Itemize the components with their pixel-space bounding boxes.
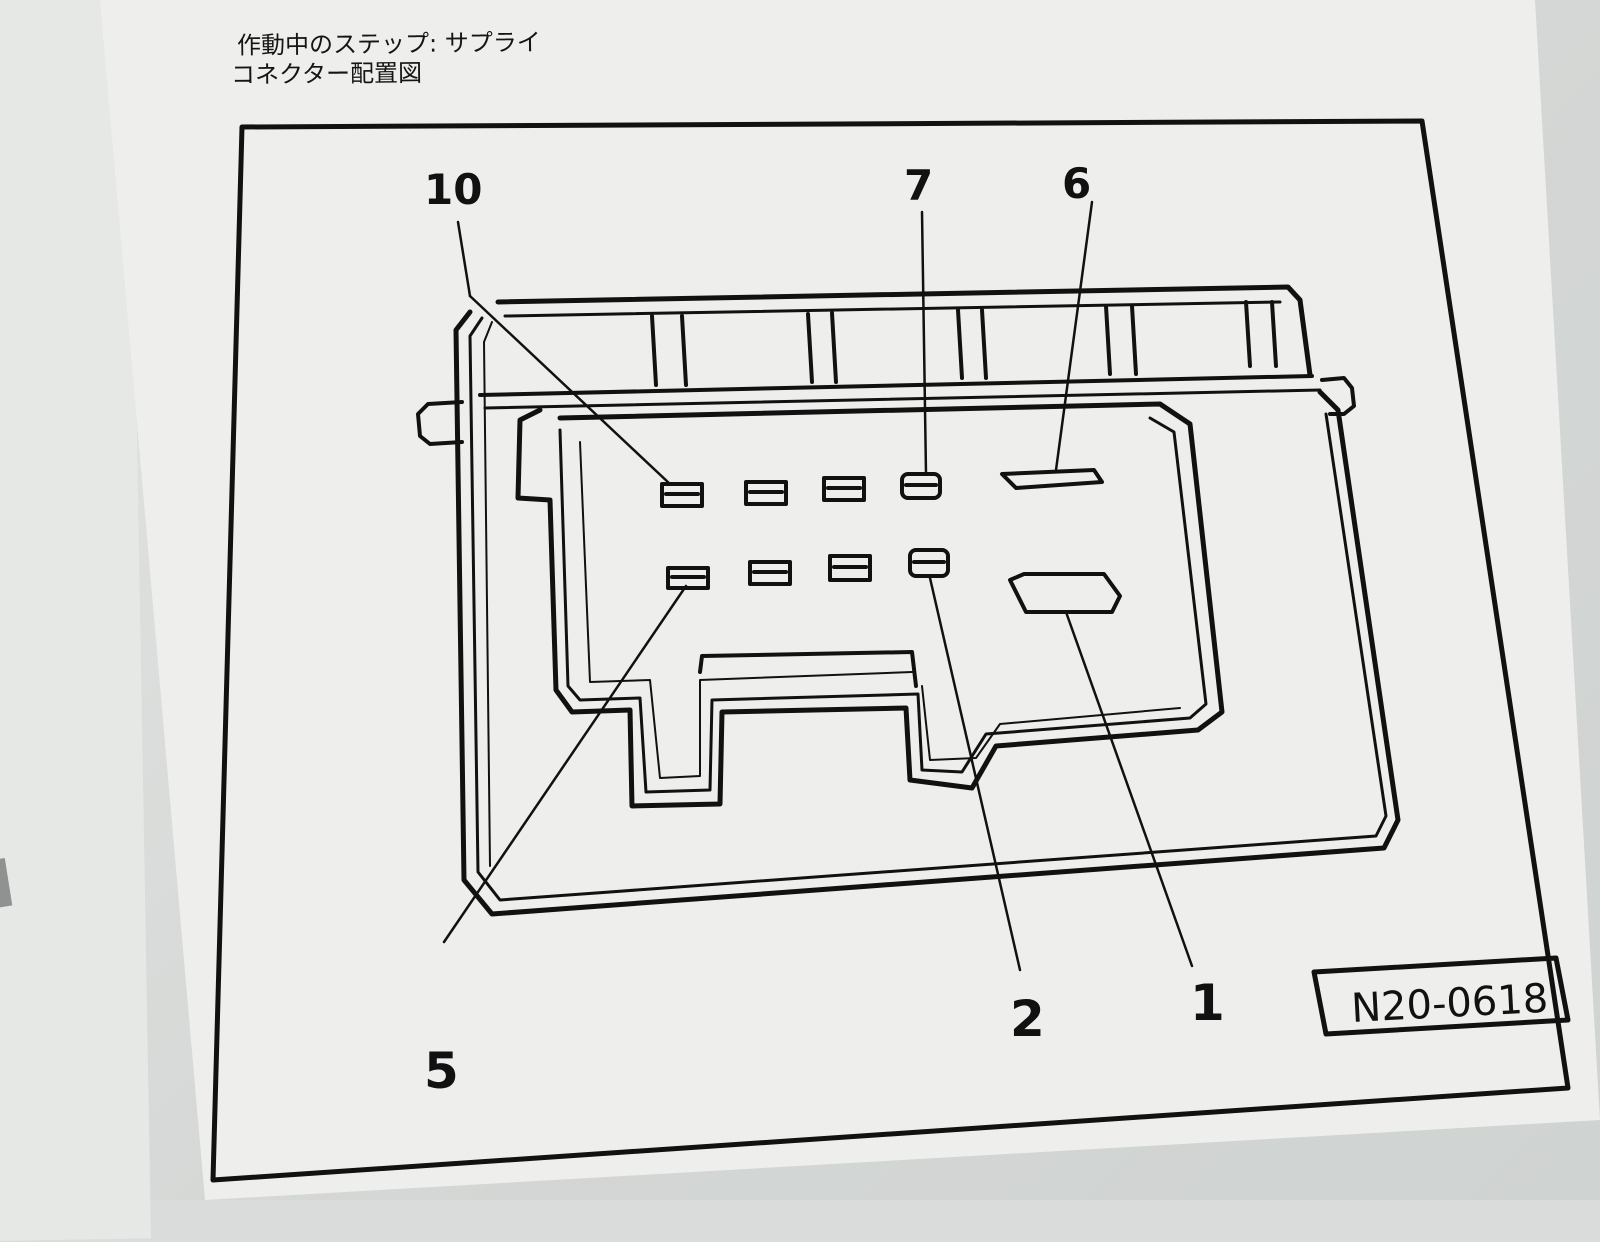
pin-10 bbox=[660, 482, 704, 508]
connector-diagram: 10 7 6 5 2 1 N20-0618 bbox=[210, 118, 1571, 1183]
leader-6 bbox=[1054, 200, 1094, 472]
pin-label-7: 7 bbox=[904, 161, 933, 210]
pin-row-bottom bbox=[666, 548, 1122, 614]
leader-5 bbox=[442, 584, 688, 944]
pin-label-10: 10 bbox=[424, 165, 482, 214]
pin-9 bbox=[744, 480, 788, 506]
pin-3 bbox=[828, 554, 872, 582]
connector-cavity-lip-right bbox=[921, 685, 1181, 761]
figure-code: N20-0618 bbox=[1350, 976, 1549, 1032]
pin-label-1: 1 bbox=[1190, 974, 1225, 1032]
leader-1 bbox=[1064, 610, 1194, 968]
connector-rail-bottom-inner bbox=[483, 388, 1322, 410]
leader-10 bbox=[468, 294, 672, 486]
pin-5 bbox=[666, 566, 710, 590]
pin-label-6: 6 bbox=[1062, 159, 1091, 208]
leader-7 bbox=[920, 210, 928, 476]
document-page: 作動中のステップ: サプライ コネクター配置図 bbox=[100, 0, 1600, 1200]
pin-2 bbox=[908, 548, 950, 578]
connector-housing-edge bbox=[483, 321, 493, 867]
leader-lines bbox=[442, 200, 1194, 972]
connector-key-notch bbox=[698, 650, 918, 688]
pin-8 bbox=[822, 476, 866, 502]
leader-2 bbox=[928, 576, 1022, 972]
connector-housing-outer bbox=[453, 309, 1401, 917]
connector-rail-bottom bbox=[478, 374, 1314, 397]
left-latch-ear bbox=[416, 400, 464, 446]
pin-7 bbox=[900, 472, 942, 500]
figure-code-box bbox=[1311, 955, 1571, 1037]
connector-top-rail-inner bbox=[503, 300, 1282, 318]
pin-row-top bbox=[660, 468, 1104, 508]
connector-cavity-lip bbox=[579, 441, 913, 779]
right-latch-ear bbox=[1320, 376, 1356, 416]
pin-1 bbox=[1008, 572, 1122, 614]
rail-dividers bbox=[650, 300, 1278, 387]
connector-top-rail bbox=[495, 284, 1313, 378]
pin-label-2: 2 bbox=[1010, 990, 1045, 1048]
diagram-frame bbox=[210, 118, 1571, 1183]
pin-4 bbox=[748, 560, 792, 586]
connector-cavity-inner bbox=[558, 416, 1208, 794]
connector-cavity-outer bbox=[515, 401, 1225, 809]
connector-housing-outer-inner bbox=[468, 316, 1388, 902]
pin-label-5: 5 bbox=[424, 1042, 459, 1100]
leader-10-top bbox=[456, 220, 472, 298]
pin-6 bbox=[1000, 468, 1104, 490]
